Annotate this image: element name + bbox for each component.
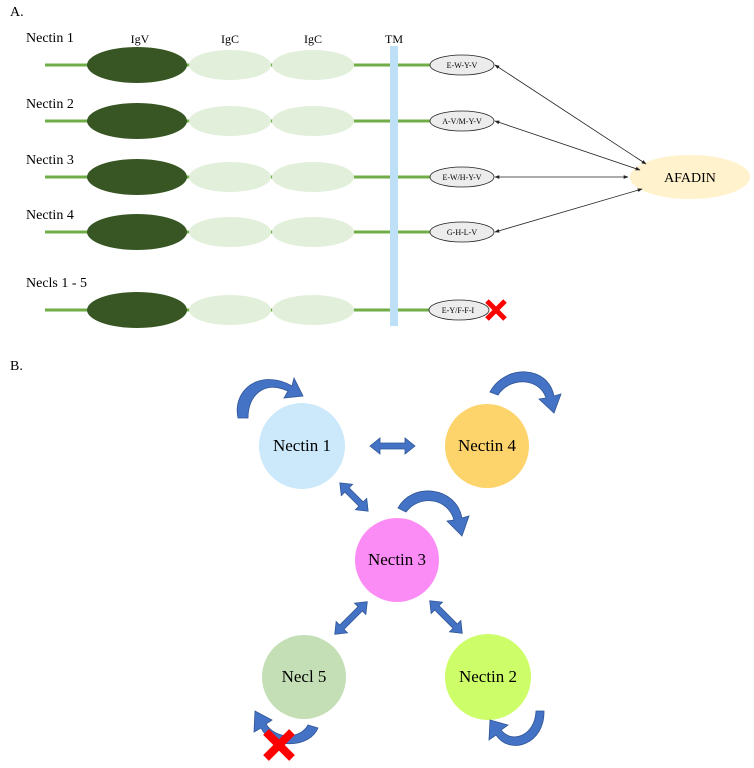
nectin4-label: Nectin 4 xyxy=(458,436,517,455)
nectin3-row: Nectin 3 E-W/H-Y-V xyxy=(26,153,495,195)
nectin1-node xyxy=(259,403,345,489)
no-binding-cross-icon xyxy=(485,299,507,321)
igc1-domain xyxy=(189,162,271,192)
interaction-arrow-nectin1-nectin3 xyxy=(339,482,369,512)
interaction-arrow-nectin3-necl5 xyxy=(334,601,368,635)
tm-header: TM xyxy=(385,32,403,46)
igc2-domain xyxy=(272,106,354,136)
motif-label: E-W/H-Y-V xyxy=(442,173,481,182)
interaction-arrow-nectin3-nectin2 xyxy=(429,600,463,634)
nectin1-row: Nectin 1 E-W-Y-V xyxy=(26,31,495,83)
row-name: Nectin 1 xyxy=(26,31,74,46)
transmembrane-bar xyxy=(390,46,398,326)
nectin4-row: Nectin 4 G-H-L-V xyxy=(26,208,495,250)
row-name: Nectin 3 xyxy=(26,153,74,168)
igc1-domain xyxy=(189,217,271,247)
afadin-arrow-nectin1 xyxy=(494,64,647,165)
motif-oval xyxy=(429,110,495,132)
nectin4-node xyxy=(445,404,529,488)
necl5-no-homophilic-cross-icon xyxy=(263,729,295,761)
motif-oval xyxy=(429,166,495,188)
igc2-domain xyxy=(272,217,354,247)
row-name: Nectin 2 xyxy=(26,97,74,112)
necl5-node xyxy=(262,635,346,719)
igv-domain xyxy=(87,47,187,83)
igc2-header: IgC xyxy=(304,32,322,46)
necl5-label: Necl 5 xyxy=(282,667,327,686)
igv-domain xyxy=(87,103,187,139)
igv-domain xyxy=(87,214,187,250)
igv-domain xyxy=(87,292,187,328)
necls-row: Necls 1 - 5 E-Y/F-F-I xyxy=(26,276,507,328)
afadin-arrow-nectin2 xyxy=(494,120,641,171)
nectin3-node xyxy=(355,518,439,602)
nectin2-label: Nectin 2 xyxy=(459,667,517,686)
row-name: Necls 1 - 5 xyxy=(26,276,87,291)
motif-label: A-V/M-Y-V xyxy=(442,117,482,126)
igc1-domain xyxy=(189,50,271,80)
motif-oval xyxy=(428,299,490,321)
self-arrow-nectin1-icon xyxy=(236,376,304,419)
self-arrow-nectin2-icon xyxy=(488,710,545,746)
igc1-domain xyxy=(189,295,271,325)
panel-a-label: A. xyxy=(10,5,24,20)
nectin2-node xyxy=(445,634,531,720)
afadin-node xyxy=(630,155,750,199)
motif-label: G-H-L-V xyxy=(447,228,477,237)
igc1-domain xyxy=(189,106,271,136)
afadin-arrow-nectin4 xyxy=(494,188,643,233)
nectin3-label: Nectin 3 xyxy=(368,550,426,569)
igv-domain xyxy=(87,159,187,195)
igc2-domain xyxy=(272,162,354,192)
nectin2-row: Nectin 2 A-V/M-Y-V xyxy=(26,97,495,139)
panel-b-label: B. xyxy=(10,359,23,374)
motif-label: E-Y/F-F-I xyxy=(442,306,475,315)
motif-oval xyxy=(429,221,495,243)
igc2-domain xyxy=(272,295,354,325)
motif-oval xyxy=(429,54,495,76)
self-arrow-nectin4-icon xyxy=(489,371,562,414)
afadin-label: AFADIN xyxy=(664,171,716,186)
self-arrow-nectin3-icon xyxy=(397,490,470,537)
motif-label: E-W-Y-V xyxy=(447,61,478,70)
igc2-domain xyxy=(272,50,354,80)
nectin1-label: Nectin 1 xyxy=(273,436,331,455)
row-name: Nectin 4 xyxy=(26,208,74,223)
igv-header: IgV xyxy=(131,32,150,46)
interaction-arrow-nectin1-nectin4 xyxy=(369,437,416,455)
igc1-header: IgC xyxy=(221,32,239,46)
